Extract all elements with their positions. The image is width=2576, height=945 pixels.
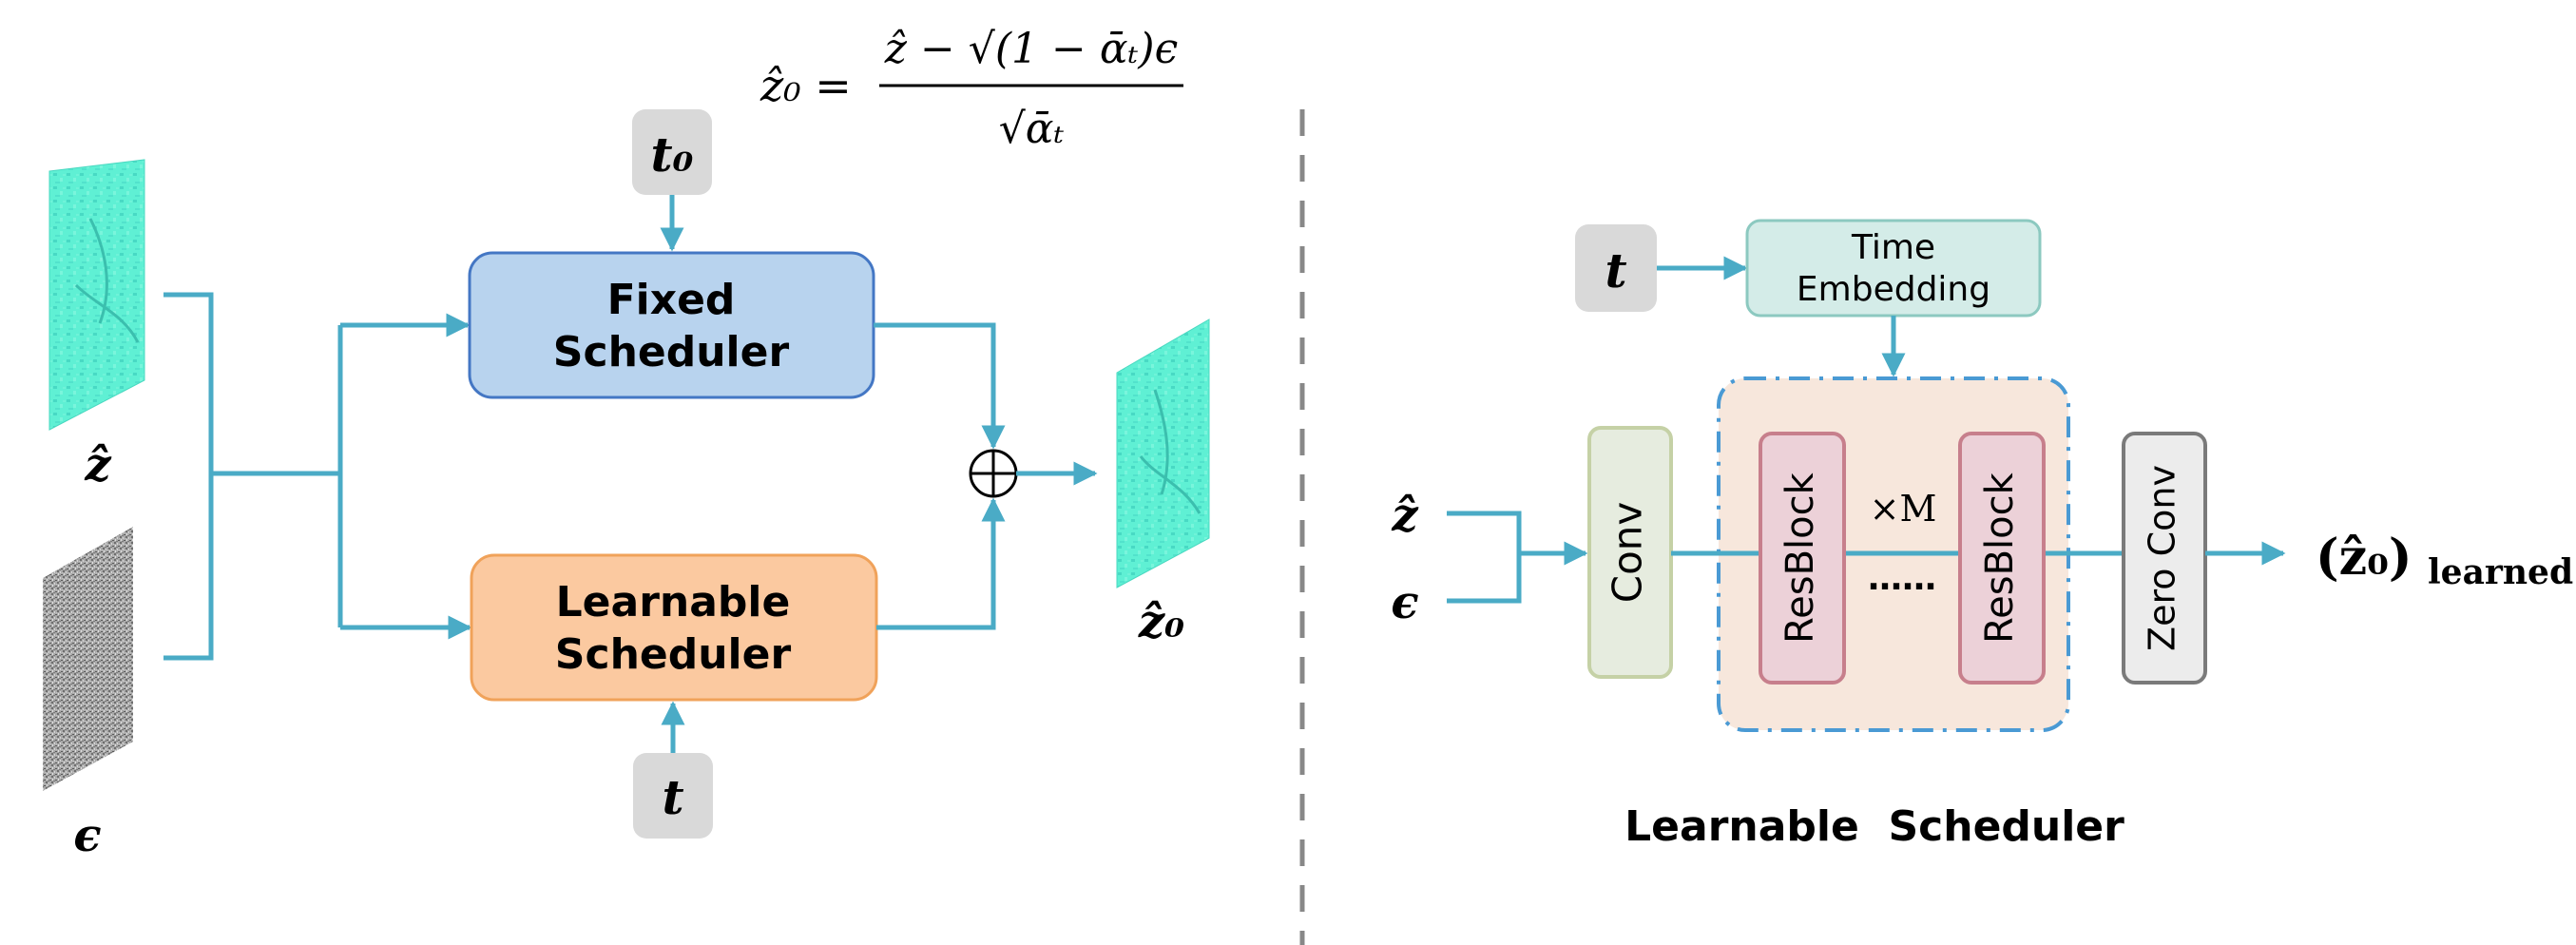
resblock-1 [1759,432,1846,685]
t-token-right [1575,224,1657,312]
conv-label: Conv [1605,502,1651,604]
resblock-2 [1958,432,2046,685]
output-latent-structure [1139,389,1201,514]
input-eps-label: ϵ [73,809,101,862]
input-z-label: ẑ [84,438,112,492]
formula-denominator: √ᾱₜ [999,105,1065,153]
learnable-to-adder [876,497,1006,630]
dots-label: …… [1868,559,1936,598]
right-input-bracket [1447,511,1522,604]
t-token-bottom [633,753,713,839]
formula-lhs: ẑ₀ = [759,60,852,111]
learnable-scheduler-caption: Learnable Scheduler [1624,802,2124,851]
right-output-subscript: learned [2428,552,2573,592]
output-latent-image [1116,318,1210,588]
t-label-bottom: t [662,769,683,825]
fixed-scheduler-line2: Scheduler [553,328,790,376]
latent-image [48,159,145,431]
input-bracket [163,292,214,661]
noise-image [43,527,133,791]
latent-image-structure [74,218,140,343]
t0-token [632,109,712,195]
learnable-scheduler-line1: Learnable [556,578,791,627]
output-label: ẑ₀ [1138,595,1184,648]
learnable-scheduler-line2: Scheduler [555,630,792,679]
right-output-main: (ẑ₀) [2316,529,2413,587]
right-panel: t Time Embedding ẑ ϵ Conv ResBlock ×M ……… [1391,219,2573,851]
fixed-to-adder [874,322,1006,450]
zero-conv-box [2122,432,2207,685]
resblock-1-label: ResBlock [1778,472,1822,643]
right-input-eps-label: ϵ [1391,576,1418,629]
t-label-right: t [1605,242,1626,299]
formula: ẑ₀ = ẑ − √(1 − ᾱₜ)ϵ √ᾱₜ [759,25,1183,153]
time-embedding-line1: Time [1851,228,1935,267]
resblock-2-label: ResBlock [1978,472,2022,643]
right-input-z-label: ẑ [1391,489,1419,542]
repeat-label: ×M [1870,488,1937,530]
t0-label: t₀ [651,126,694,183]
fixed-scheduler-line1: Fixed [607,276,736,324]
right-output-label: (ẑ₀) [2316,529,2413,587]
formula-numerator: ẑ − √(1 − ᾱₜ)ϵ [884,25,1178,73]
zero-conv-label: Zero Conv [2142,465,2183,651]
left-panel: ẑ₀ = ẑ − √(1 − ᾱₜ)ϵ √ᾱₜ ẑ ϵ t₀ Fixed Sch… [43,25,1210,862]
time-embedding-line2: Embedding [1797,270,1990,309]
